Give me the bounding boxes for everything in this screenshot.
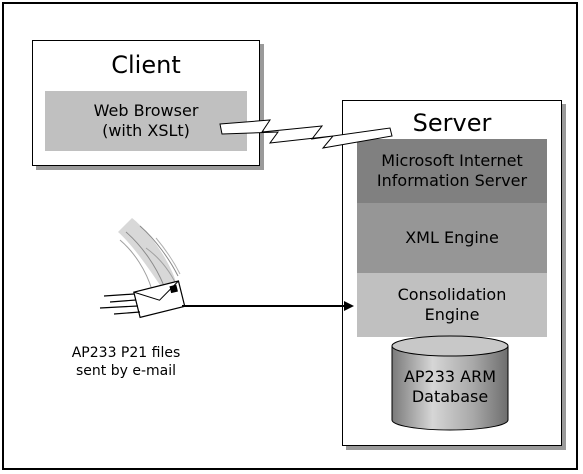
server-box: Server Microsoft Internet Information Se… xyxy=(342,100,562,446)
client-title: Client xyxy=(111,51,181,79)
email-caption-line2: sent by e-mail xyxy=(75,363,176,379)
database-label: AP233 ARM Database xyxy=(394,356,506,418)
web-browser-sublabel: (with XSLt) xyxy=(102,121,190,140)
email-caption-line1: AP233 P21 files xyxy=(71,345,181,361)
consolidation-engine-layer: Consolidation Engine xyxy=(357,273,547,337)
iis-label-line1: Microsoft Internet xyxy=(381,151,523,170)
email-caption: AP233 P21 files sent by e-mail xyxy=(56,344,196,380)
server-title: Server xyxy=(412,109,492,137)
database-label-line2: Database xyxy=(411,387,489,406)
network-connection-bolt-icon xyxy=(219,119,393,149)
client-box: Client Web Browser (with XSLt) xyxy=(32,40,260,166)
iis-label-line2: Information Server xyxy=(376,171,528,190)
database-label-line1: AP233 ARM xyxy=(403,367,497,386)
web-browser-label: Web Browser xyxy=(93,101,199,120)
database-cylinder-icon xyxy=(391,335,509,431)
consolidation-label-line2: Engine xyxy=(424,305,480,324)
email-envelope-icon xyxy=(99,218,186,319)
xml-engine-layer: XML Engine xyxy=(357,203,547,273)
consolidation-label-line1: Consolidation xyxy=(397,285,507,304)
web-browser-block: Web Browser (with XSLt) xyxy=(45,91,247,151)
iis-layer: Microsoft Internet Information Server xyxy=(357,139,547,203)
xml-engine-label: XML Engine xyxy=(405,228,499,247)
